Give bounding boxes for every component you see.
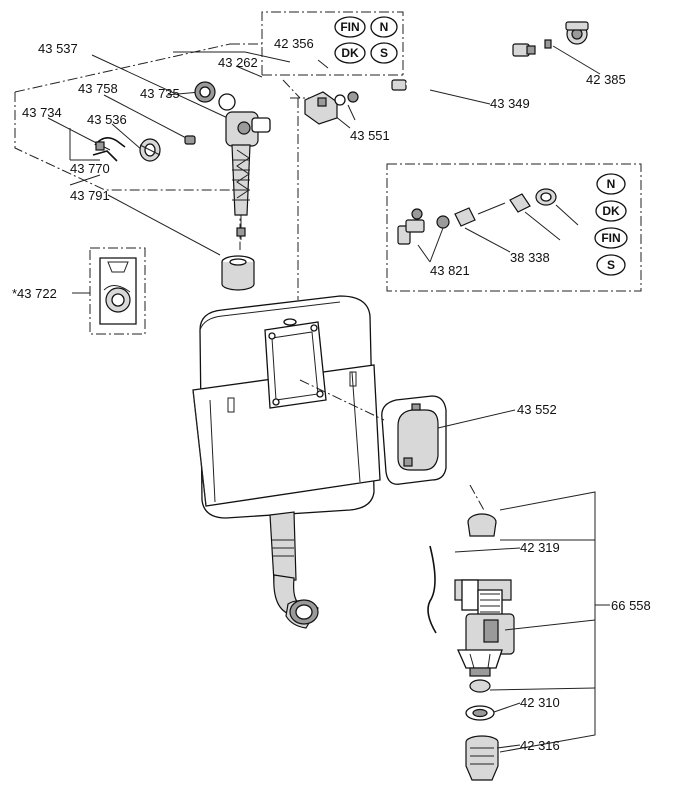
fill-valve-body [225,111,271,240]
badge-top-s: S [380,46,388,60]
bracket-43551 [304,91,338,125]
part-number-labels: 43 537 42 356 43 262 43 758 43 735 43 73… [12,36,651,753]
label-42316: 42 316 [520,738,560,753]
label-43770: 43 770 [70,161,110,176]
label-43536: 43 536 [87,112,127,127]
hose-43349 [391,43,536,91]
badge-right-dk: DK [602,204,620,218]
label-66558: 66 558 [611,598,651,613]
filter-43536 [139,138,161,162]
label-43262: 43 262 [218,55,258,70]
label-43821: 43 821 [430,263,470,278]
cap-top-42319 [467,513,497,537]
elbow-connector [397,208,425,245]
label-43552: 43 552 [517,402,557,417]
float-cup-43791 [221,255,255,291]
label-43722: *43 722 [12,286,57,301]
badge-right-n: N [607,177,616,191]
country-badges-top: FIN N DK S [334,16,398,64]
badge-right-s: S [607,258,615,272]
label-43758: 43 758 [78,81,118,96]
label-43735: 43 735 [140,86,180,101]
label-43537: 43 537 [38,41,78,56]
label-42319: 42 319 [520,540,560,555]
flush-pipe-elbow [269,511,319,629]
valve-base-42316 [465,735,499,781]
label-43349: 43 349 [490,96,530,111]
label-42385: 42 385 [586,72,626,87]
bracket-clip-43770 [92,137,126,162]
flush-valve-cable [427,545,437,634]
concealed-cistern [192,295,381,629]
badge-top-fin: FIN [340,20,359,34]
badge-top-n: N [380,20,389,34]
union-nut [535,188,557,206]
nozzle-small [184,135,196,145]
seal-43735 [194,81,216,103]
label-38338: 38 338 [510,250,550,265]
label-42356: 42 356 [274,36,314,51]
nut-washer-small [334,91,359,106]
label-43551: 43 551 [350,128,390,143]
alternative-parts-box [386,163,642,292]
label-43734: 43 734 [22,105,62,120]
badge-top-dk: DK [341,46,359,60]
cistern-cover-plate [264,321,327,409]
country-badges-right: N DK FIN S [594,173,628,276]
valve-42385 [544,21,589,49]
flush-valve-66558 [454,579,515,693]
leader-lines-right [429,45,610,753]
service-pack-43722 [72,247,146,335]
label-42310: 42 310 [520,695,560,710]
label-43791: 43 791 [70,188,110,203]
seal-42310 [465,705,495,721]
inspection-frame-43552 [381,395,447,485]
badge-right-fin: FIN [601,231,620,245]
oring-43758 [218,93,236,111]
